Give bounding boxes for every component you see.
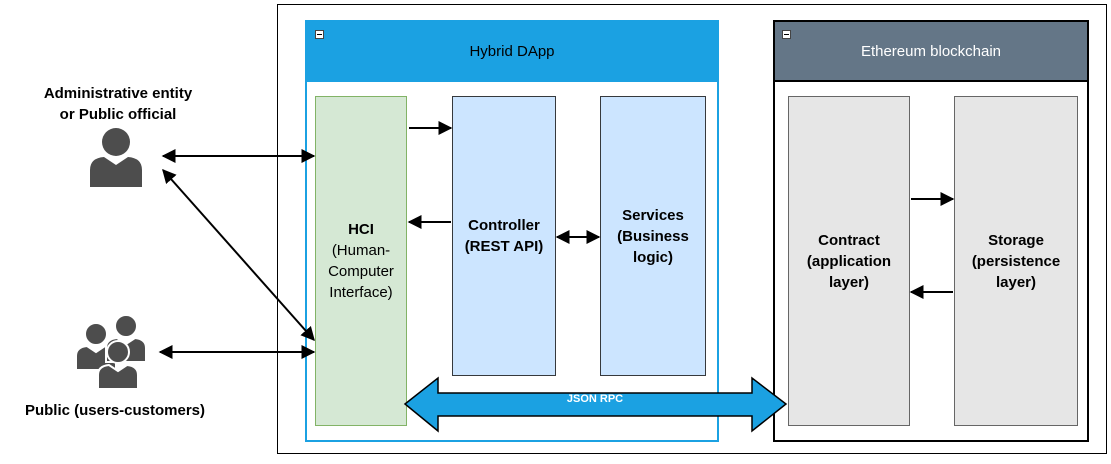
storage-line1: Storage: [988, 231, 1044, 249]
services-line3: logic): [632, 248, 673, 266]
hci-line1: (Human-: [331, 242, 391, 259]
ethereum-title: Ethereum blockchain: [860, 42, 1002, 60]
hybrid-dapp-title: Hybrid DApp: [469, 42, 555, 60]
hci-line3: Interface): [329, 284, 393, 301]
arrow-admin-hci-diagonal: [162, 168, 315, 342]
contract-line1: Contract: [818, 231, 880, 249]
collapse-icon[interactable]: [782, 30, 791, 39]
collapse-icon[interactable]: [315, 30, 324, 39]
services-line1: Services: [622, 206, 684, 224]
contract-box[interactable]: Contract (application layer): [788, 96, 910, 426]
hci-title: HCI: [348, 221, 374, 238]
hybrid-dapp-header: [305, 20, 719, 82]
hci-line2: Computer: [328, 263, 394, 280]
public-actor-label: Public (users-customers): [24, 402, 206, 419]
admin-label-line2: or Public official: [59, 106, 177, 123]
json-rpc-label: JSON RPC: [566, 393, 624, 405]
storage-line2: (persistence: [971, 252, 1061, 270]
storage-line3: layer): [995, 273, 1037, 291]
person-icon: [90, 128, 142, 187]
controller-line2: (REST API): [464, 238, 544, 255]
admin-actor-label: Administrative entity or Public official: [8, 83, 228, 125]
contract-line3: layer): [828, 273, 869, 291]
group-icon: [75, 314, 147, 390]
admin-label-line1: Administrative entity: [43, 85, 193, 102]
storage-box[interactable]: Storage (persistence layer): [954, 96, 1078, 426]
services-box[interactable]: Services (Business logic): [600, 96, 706, 376]
contract-line2: (application: [806, 252, 892, 270]
services-line2: (Business: [617, 227, 689, 245]
hci-box[interactable]: HCI (Human- Computer Interface): [315, 96, 407, 426]
json-rpc-arrow: [403, 376, 788, 433]
controller-line1: Controller: [468, 217, 540, 234]
controller-box[interactable]: Controller (REST API): [452, 96, 556, 376]
ethereum-header: [773, 20, 1089, 82]
